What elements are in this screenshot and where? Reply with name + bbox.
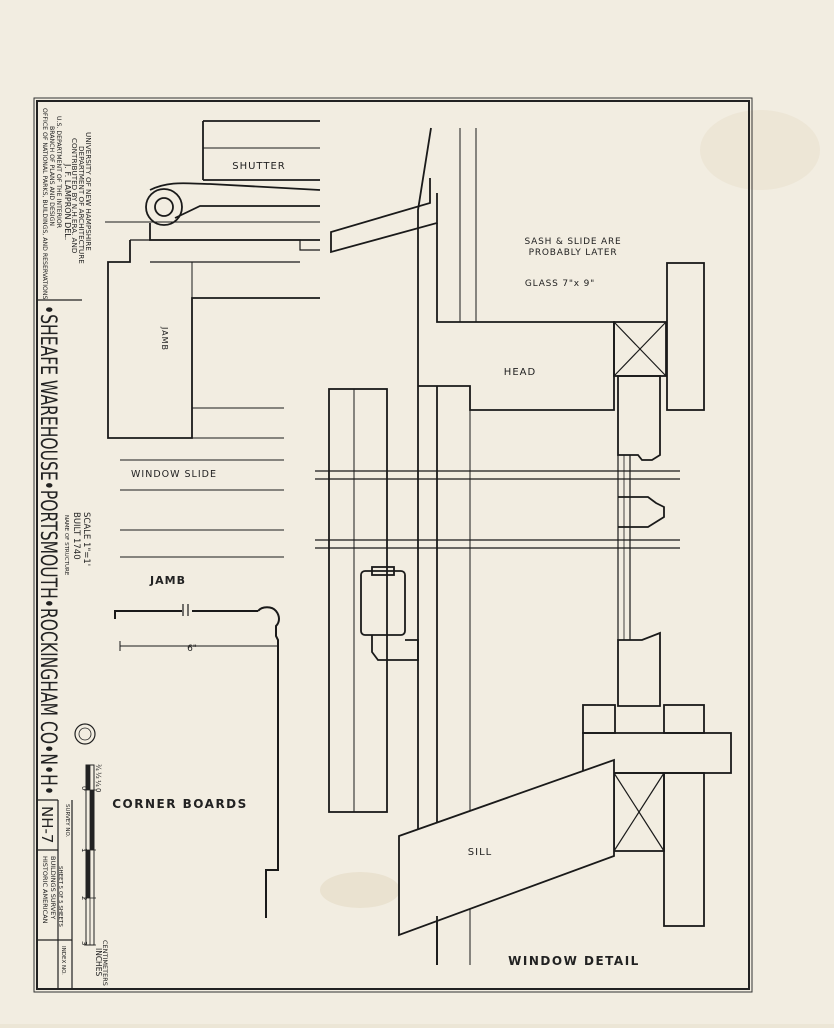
scale-tick: 1 bbox=[80, 848, 88, 852]
scale-text: SCALE 1"=1' bbox=[81, 512, 91, 566]
scale-tick: 2 bbox=[80, 896, 88, 900]
label-window-slide: WINDOW SLIDE bbox=[131, 469, 217, 480]
survey-number: NH-7 bbox=[38, 806, 56, 843]
label-jamb: JAMB bbox=[149, 574, 186, 587]
index-caption: INDEX NO. bbox=[60, 946, 66, 975]
delineator-line-4: UNIVERSITY OF NEW HAMPSHIRE bbox=[84, 132, 93, 251]
label-window-detail: WINDOW DETAIL bbox=[508, 954, 640, 968]
scale-tick: 0 bbox=[80, 786, 88, 790]
paper-stain bbox=[700, 110, 820, 190]
survey-caption: SURVEY NO. bbox=[64, 804, 70, 838]
scale-fraction: ¼ bbox=[94, 780, 102, 787]
credit-line-2: BRANCH OF PLANS AND DESIGN bbox=[48, 126, 55, 226]
hinge-barrel bbox=[145, 188, 183, 226]
survey-seal-icon bbox=[74, 723, 96, 745]
built-text: BUILT 1740 bbox=[71, 512, 81, 560]
scale-unit-centimeters: CENTIMETERS bbox=[101, 940, 109, 986]
structure-title: •SHEAFE WAREHOUSE•PORTSMOUTH•ROCKINGHAM … bbox=[35, 305, 60, 795]
label-glass: GLASS 7"x 9" bbox=[525, 279, 595, 289]
window-section-detail bbox=[315, 127, 732, 965]
outer-border bbox=[33, 97, 753, 993]
paper-stain bbox=[320, 872, 400, 908]
delineator-line-1: J. F. LAMPRON DEL. bbox=[63, 163, 72, 240]
survey-name-2: BUILDINGS SURVEY bbox=[49, 856, 57, 919]
label-note-line1: SASH & SLIDE ARE bbox=[524, 237, 621, 247]
scale-fraction: ¾ bbox=[94, 764, 102, 771]
delineator-line-3: DEPARTMENT OF ARCHITECTURE bbox=[77, 146, 86, 264]
hinge-pin bbox=[154, 197, 174, 217]
scale-unit-inches: INCHES bbox=[94, 948, 103, 976]
label-sill: SILL bbox=[468, 847, 492, 858]
graphic-scale-bar: ¾ ½ ¼ 0 0 1 2 3 INCHES CENTIMETERS bbox=[80, 764, 109, 986]
scale-tick: 3 bbox=[80, 941, 88, 945]
label-shutter: SHUTTER bbox=[232, 161, 286, 172]
drawing-labels: SHUTTER JAMB WINDOW SLIDE JAMB 6" CORNER… bbox=[112, 161, 640, 968]
credit-line-1: OFFICE OF NATIONAL PARKS, BUILDINGS, AND… bbox=[41, 108, 48, 300]
name-caption: NAME OF STRUCTURE bbox=[63, 515, 69, 576]
scale-fraction: ½ bbox=[94, 772, 102, 779]
corner-board-profile bbox=[114, 604, 280, 918]
label-dimension: 6" bbox=[187, 644, 197, 654]
label-head: HEAD bbox=[504, 367, 536, 378]
label-jamb-vertical: JAMB bbox=[160, 326, 169, 351]
scale-fraction: 0 bbox=[94, 788, 102, 792]
jamb-plan-detail bbox=[105, 120, 321, 558]
credit-line-3: U.S. DEPARTMENT OF THE INTERIOR bbox=[55, 116, 62, 229]
label-note-line2: PROBABLY LATER bbox=[529, 248, 618, 258]
survey-name-1: HISTORIC AMERICAN bbox=[41, 856, 49, 924]
inner-border bbox=[36, 100, 750, 990]
label-corner-boards: CORNER BOARDS bbox=[112, 797, 248, 811]
sheet-text: SHEET 5 OF 5 SHEETS bbox=[57, 866, 63, 927]
delineator-line-2: CONTRIBUTED BY N.H.ERA. AND bbox=[70, 138, 79, 254]
title-block: •SHEAFE WAREHOUSE•PORTSMOUTH•ROCKINGHAM … bbox=[35, 108, 109, 986]
title-block-lines bbox=[37, 299, 82, 989]
